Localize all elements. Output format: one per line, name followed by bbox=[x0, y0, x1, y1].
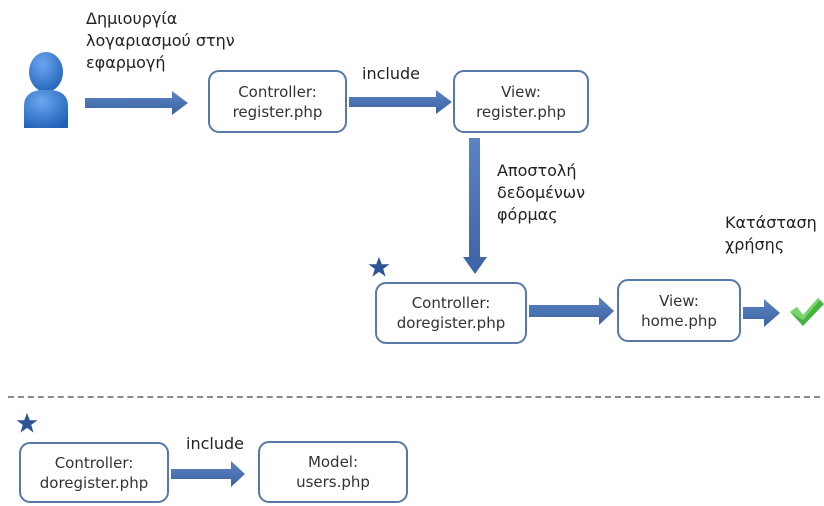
user-icon bbox=[24, 52, 68, 128]
controller-doregister-box: Controller: doregister.php bbox=[375, 282, 527, 344]
arrow-controller-to-home bbox=[529, 297, 614, 325]
controller-doregister-box-bottom: Controller: doregister.php bbox=[19, 442, 169, 503]
arrow-down-send-form bbox=[463, 138, 487, 274]
user-state-label: Κατάσταση χρήσης bbox=[725, 213, 817, 254]
arrow-include-top bbox=[349, 90, 452, 114]
include-label-top: include bbox=[362, 64, 420, 83]
model-users-box: Model: users.php bbox=[258, 441, 408, 503]
controller-register-box: Controller: register.php bbox=[208, 70, 347, 133]
checkmark-icon bbox=[790, 298, 824, 326]
arrow-include-bottom bbox=[171, 461, 245, 487]
star-icon bbox=[16, 412, 38, 433]
include-label-bottom: include bbox=[186, 434, 244, 453]
view-home-box: View: home.php bbox=[617, 279, 741, 342]
arrow-home-to-check bbox=[743, 299, 780, 327]
send-form-data-label: Αποστολή δεδομένων φόρμας bbox=[497, 161, 586, 224]
arrow-user-to-controller bbox=[85, 91, 188, 115]
star-icon bbox=[368, 256, 390, 277]
view-register-box: View: register.php bbox=[453, 70, 589, 133]
dashed-separator bbox=[8, 396, 820, 398]
create-account-label: Δημιουργία λογαριασμού στην εφαρμογή bbox=[86, 9, 235, 72]
